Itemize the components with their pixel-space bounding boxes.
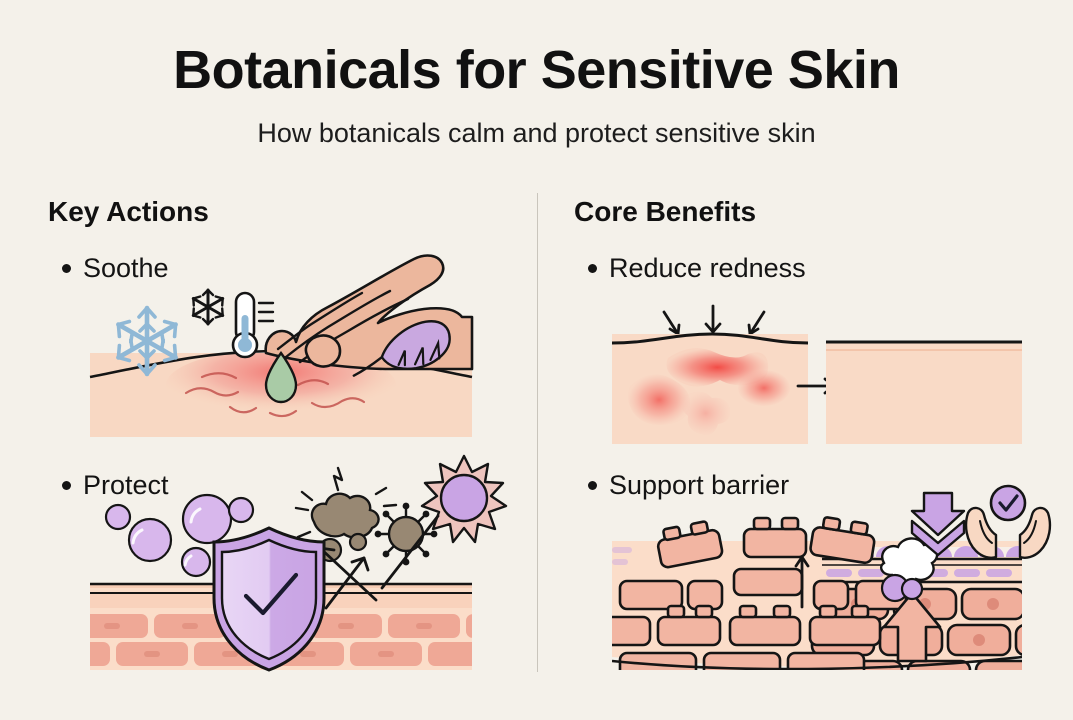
small-snowflake-icon: [191, 288, 225, 326]
bullet-dot-icon: [588, 264, 597, 273]
feather-icon: [352, 320, 451, 377]
skin-before-redness: [612, 334, 808, 444]
shield-check-icon: [212, 526, 326, 672]
barrier-repair-diagram: [612, 484, 1052, 670]
sun-icon: [420, 454, 508, 544]
skin-after-calm: [826, 340, 1022, 444]
bullet-dot-icon: [62, 481, 71, 490]
absorb-arrow-icon: [910, 491, 966, 557]
up-arrow-icon: [794, 555, 810, 609]
bullet-support-barrier: Support barrier: [588, 470, 789, 501]
redness-before-after-diagram: [611, 300, 1022, 448]
droplet-icon: [264, 350, 298, 404]
protect-shield-diagram: [90, 454, 508, 672]
bullet-soothe: Soothe: [62, 253, 169, 284]
deflect-arrow-icon: [318, 514, 440, 610]
bullet-protect: Protect: [62, 470, 169, 501]
caring-hands-check-icon: [964, 484, 1052, 559]
bullet-label: Support barrier: [609, 470, 790, 500]
bullet-dot-icon: [588, 481, 597, 490]
botanical-puff-icon: [880, 537, 939, 603]
soothe-skin-diagram: [89, 245, 474, 437]
bullet-label: Protect: [83, 470, 169, 500]
bullet-dot-icon: [62, 264, 71, 273]
bullet-label: Reduce redness: [609, 253, 806, 283]
bullet-reduce-redness: Reduce redness: [588, 253, 806, 284]
damaged-brick-row: [612, 516, 908, 670]
snowflake-icon: [116, 305, 178, 377]
column-divider: [537, 193, 538, 672]
thermometer-icon: [231, 291, 275, 359]
column-heading-core-benefits: Core Benefits: [574, 196, 757, 227]
page-subtitle: How botanicals calm and protect sensitiv…: [257, 118, 816, 148]
page-title: Botanicals for Sensitive Skin: [173, 40, 900, 100]
column-heading-key-actions: Key Actions: [48, 196, 209, 227]
bullet-label: Soothe: [83, 253, 169, 283]
bubble-icon: [104, 493, 255, 578]
down-arrow-icon: [662, 304, 766, 336]
repair-arrow-icon: [882, 591, 942, 663]
